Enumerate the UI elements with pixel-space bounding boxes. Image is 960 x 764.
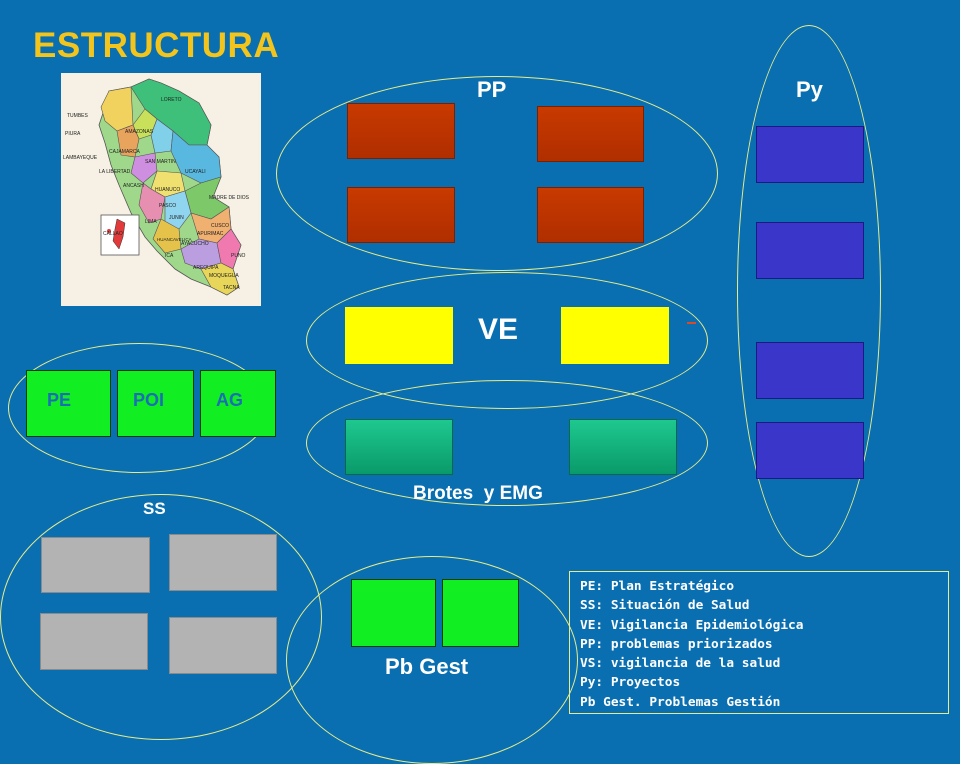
map-label-lambayeque: LAMBAYEQUE [63, 155, 98, 161]
brotes-label: Brotes y EMG [413, 483, 543, 504]
peru-map: TUMBES LORETO AMAZONAS PIURA LAMBAYEQUE … [61, 73, 261, 306]
legend-item: VS: vigilancia de la salud [580, 656, 781, 672]
map-label-tumbes: TUMBES [67, 113, 89, 119]
py-ellipse [737, 25, 881, 557]
map-label-arequipa: AREQUIPA [193, 265, 219, 271]
py-box [756, 222, 864, 279]
legend-item: SS: Situación de Salud [580, 598, 750, 614]
map-label-madre-de-dios: MADRE DE DIOS [209, 195, 250, 201]
py-box [756, 422, 864, 479]
slide-title: ESTRUCTURA [33, 26, 280, 65]
legend-item: Py: Proyectos [580, 675, 681, 691]
map-label-apurimac: APURIMAC [197, 231, 224, 237]
ss-box [41, 537, 150, 593]
legend-item: PP: problemas priorizados [580, 636, 773, 652]
py-box [756, 126, 864, 183]
ve-box [561, 307, 669, 364]
legend-item: Pb Gest. Problemas Gestión [580, 694, 781, 710]
poi-box-label: POI [133, 390, 165, 410]
py-box [756, 342, 864, 399]
legend-item: VE: Vigilancia Epidemiológica [580, 617, 804, 633]
pb-gest-label: Pb Gest [385, 654, 469, 679]
pp-label: PP [477, 77, 507, 102]
pb-gest-box [351, 579, 436, 647]
map-label-amazonas: AMAZONAS [125, 129, 154, 135]
pe-box-label: PE [47, 390, 72, 410]
map-label-la-libertad: LA LIBERTAD [99, 169, 131, 175]
ve-label: VE [478, 313, 519, 346]
map-label-tacna: TACNA [223, 285, 240, 291]
ve-box [345, 307, 453, 364]
poi-box [117, 370, 194, 437]
legend-item: PE: Plan Estratégico [580, 579, 735, 594]
map-label-pasco: PASCO [159, 203, 176, 209]
map-label-huanuco: HUANUCO [155, 187, 180, 193]
map-label-callao: CALLAO [103, 231, 123, 237]
map-label-junin: JUNIN [169, 215, 184, 221]
ag-box [200, 370, 276, 437]
map-label-cusco: CUSCO [211, 223, 229, 229]
map-label-san-martin: SAN MARTIN [145, 159, 176, 165]
ve-dash-mark [687, 322, 696, 324]
pp-box [537, 106, 644, 162]
legend-box: PE: Plan Estratégico SS: Situación de Sa… [569, 571, 949, 714]
map-label-puno: PUNO [231, 253, 246, 259]
brotes-box [345, 419, 453, 475]
ss-box [40, 613, 148, 670]
map-label-ayacucho: AYACUCHO [181, 241, 209, 247]
brotes-ellipse [306, 380, 708, 506]
map-label-piura: PIURA [65, 131, 81, 137]
brotes-box [569, 419, 677, 475]
pp-ellipse [276, 76, 718, 271]
map-label-huancavelica: HUANCAVELICA [157, 237, 192, 242]
py-label: Py [796, 77, 823, 102]
ag-box-label: AG [216, 390, 243, 410]
map-label-ucayali: UCAYALI [185, 169, 206, 175]
map-label-cajamarca: CAJAMARCA [109, 149, 141, 155]
pp-box [347, 103, 455, 159]
map-label-ica: ICA [165, 253, 174, 259]
ss-box [169, 534, 277, 591]
map-label-ancash: ANCASH [123, 183, 144, 189]
pp-box [347, 187, 455, 243]
map-label-loreto: LORETO [161, 97, 182, 103]
pe-box [26, 370, 111, 437]
peru-map-image: TUMBES LORETO AMAZONAS PIURA LAMBAYEQUE … [63, 78, 250, 296]
map-label-lima: LIMA [145, 219, 157, 225]
ss-label: SS [143, 499, 166, 518]
map-label-moquegua: MOQUEGUA [209, 273, 239, 279]
pp-box [537, 187, 644, 243]
slide: { "slide": { "title": "ESTRUCTURA", "gro… [0, 25, 949, 764]
ss-box [169, 617, 277, 674]
pb-gest-box [442, 579, 519, 647]
